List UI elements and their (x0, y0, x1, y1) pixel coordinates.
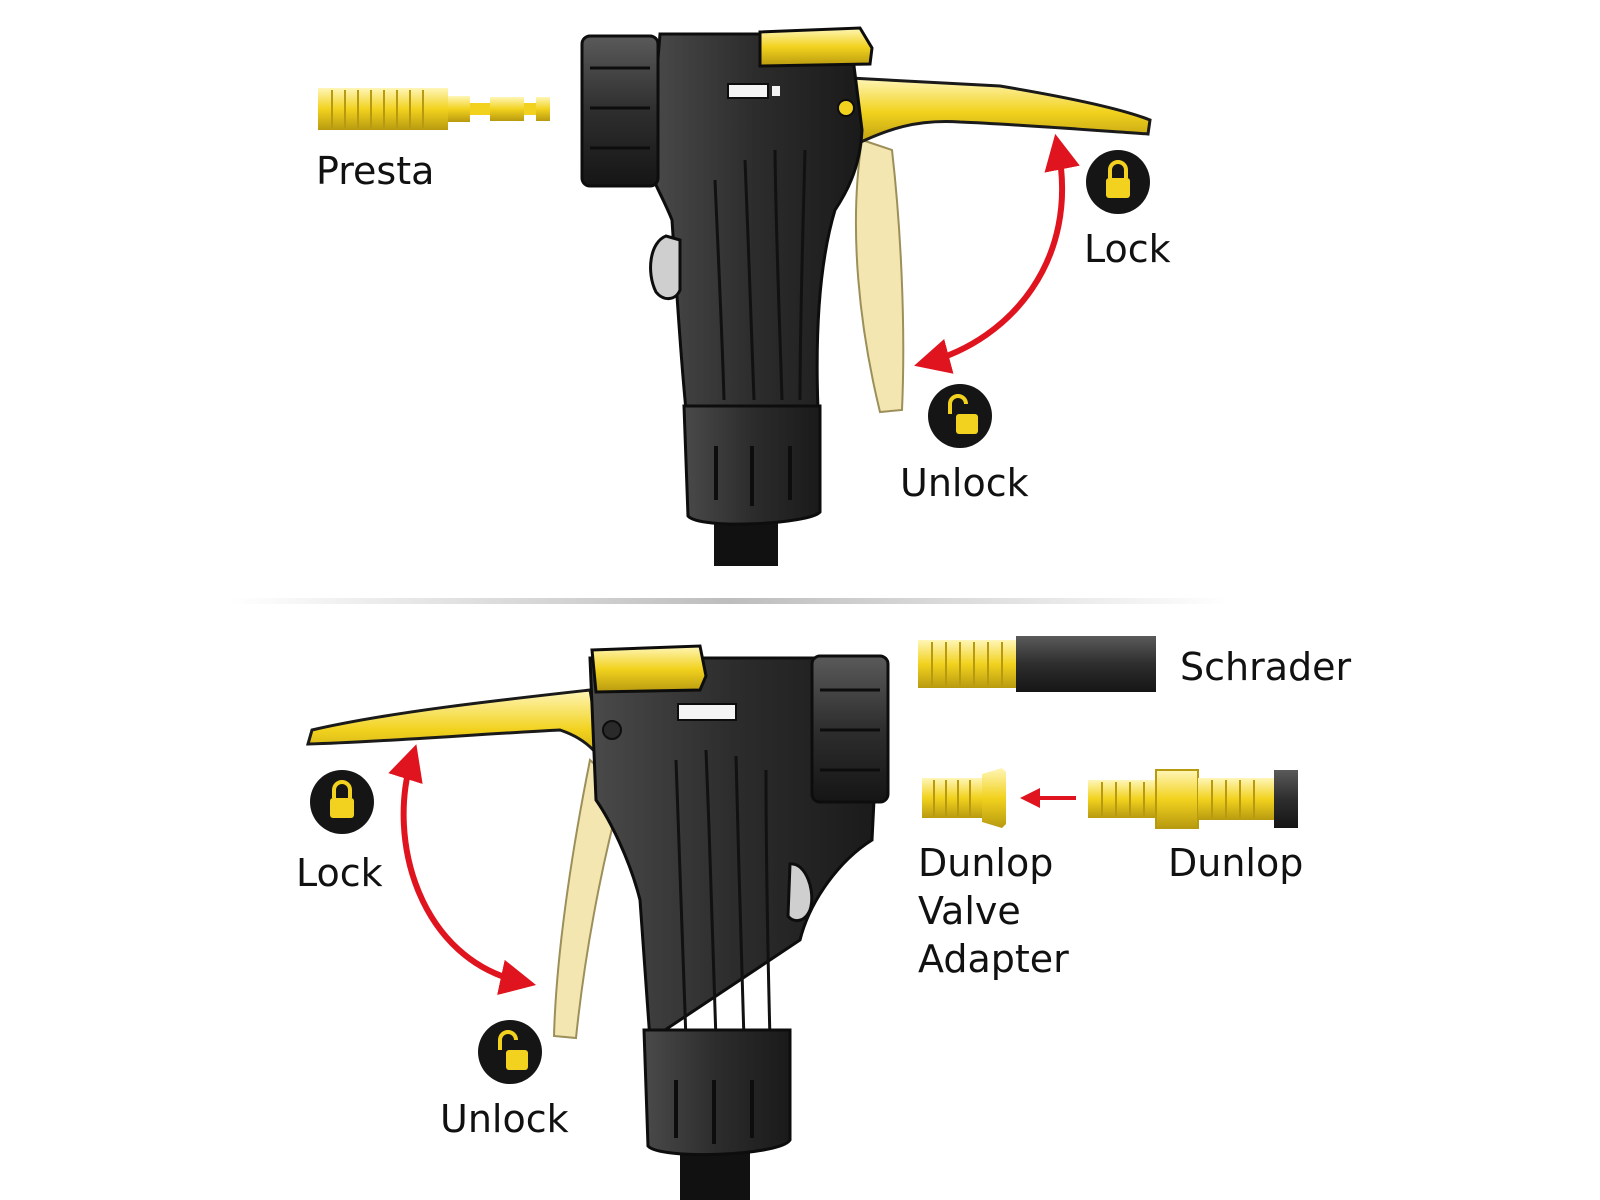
bottom-panel: Lock Unlock Schrader (296, 636, 1352, 1200)
presta-valve-icon (318, 88, 550, 130)
pump-head-top (580, 26, 1152, 566)
dunlop-adapter-icon (922, 768, 1006, 828)
lock-label: Lock (296, 851, 383, 895)
top-panel: Presta (316, 26, 1171, 566)
adapter-label-line-1: Dunlop (918, 841, 1053, 885)
dunlop-label: Dunlop (1168, 841, 1303, 885)
adapter-label-line-2: Valve (918, 889, 1021, 933)
padlock-open-icon (478, 1020, 542, 1084)
curved-double-arrow-icon (388, 744, 537, 996)
padlock-closed-icon (1086, 150, 1150, 214)
curved-double-arrow-icon (914, 133, 1080, 374)
schrader-valve-icon (918, 636, 1156, 692)
divider (230, 598, 1230, 604)
padlock-open-icon (928, 384, 992, 448)
lock-label: Lock (1084, 227, 1171, 271)
padlock-closed-icon (310, 770, 374, 834)
arrow-left-icon (1020, 788, 1076, 808)
unlock-label: Unlock (900, 461, 1029, 505)
dunlop-valve-icon (1088, 769, 1298, 829)
unlock-label: Unlock (440, 1097, 569, 1141)
pump-head-bottom (305, 644, 890, 1200)
schrader-label: Schrader (1180, 645, 1352, 689)
adapter-label-line-3: Adapter (918, 937, 1069, 981)
presta-label: Presta (316, 149, 434, 193)
